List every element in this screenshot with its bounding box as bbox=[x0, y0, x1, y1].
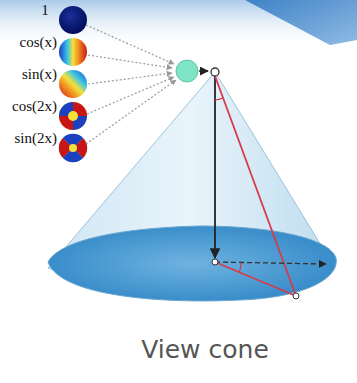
function-label: sin(2x) bbox=[15, 130, 58, 147]
weight-arrows bbox=[86, 25, 176, 144]
function-label: sin(x) bbox=[22, 66, 57, 83]
function-label: cos(x) bbox=[20, 34, 58, 51]
rim-point bbox=[293, 293, 299, 299]
sphere bbox=[59, 134, 87, 162]
function-label: 1 bbox=[41, 2, 49, 19]
angle-arc bbox=[239, 263, 241, 273]
corner-shape bbox=[245, 0, 357, 45]
apex-point bbox=[211, 68, 219, 76]
axis-arrow bbox=[214, 76, 216, 258]
reference-arrow bbox=[215, 262, 326, 264]
output-arrow bbox=[199, 70, 208, 72]
angle-arc bbox=[215, 98, 223, 100]
function-label: cos(2x) bbox=[12, 98, 57, 115]
radius-line bbox=[215, 262, 296, 296]
sphere bbox=[59, 6, 87, 34]
center-point bbox=[212, 259, 218, 265]
top-band bbox=[0, 0, 357, 50]
sum-node bbox=[176, 60, 198, 82]
sphere bbox=[59, 38, 87, 66]
sphere bbox=[59, 102, 87, 130]
caption-label: View cone bbox=[141, 335, 269, 364]
sphere bbox=[59, 70, 87, 98]
